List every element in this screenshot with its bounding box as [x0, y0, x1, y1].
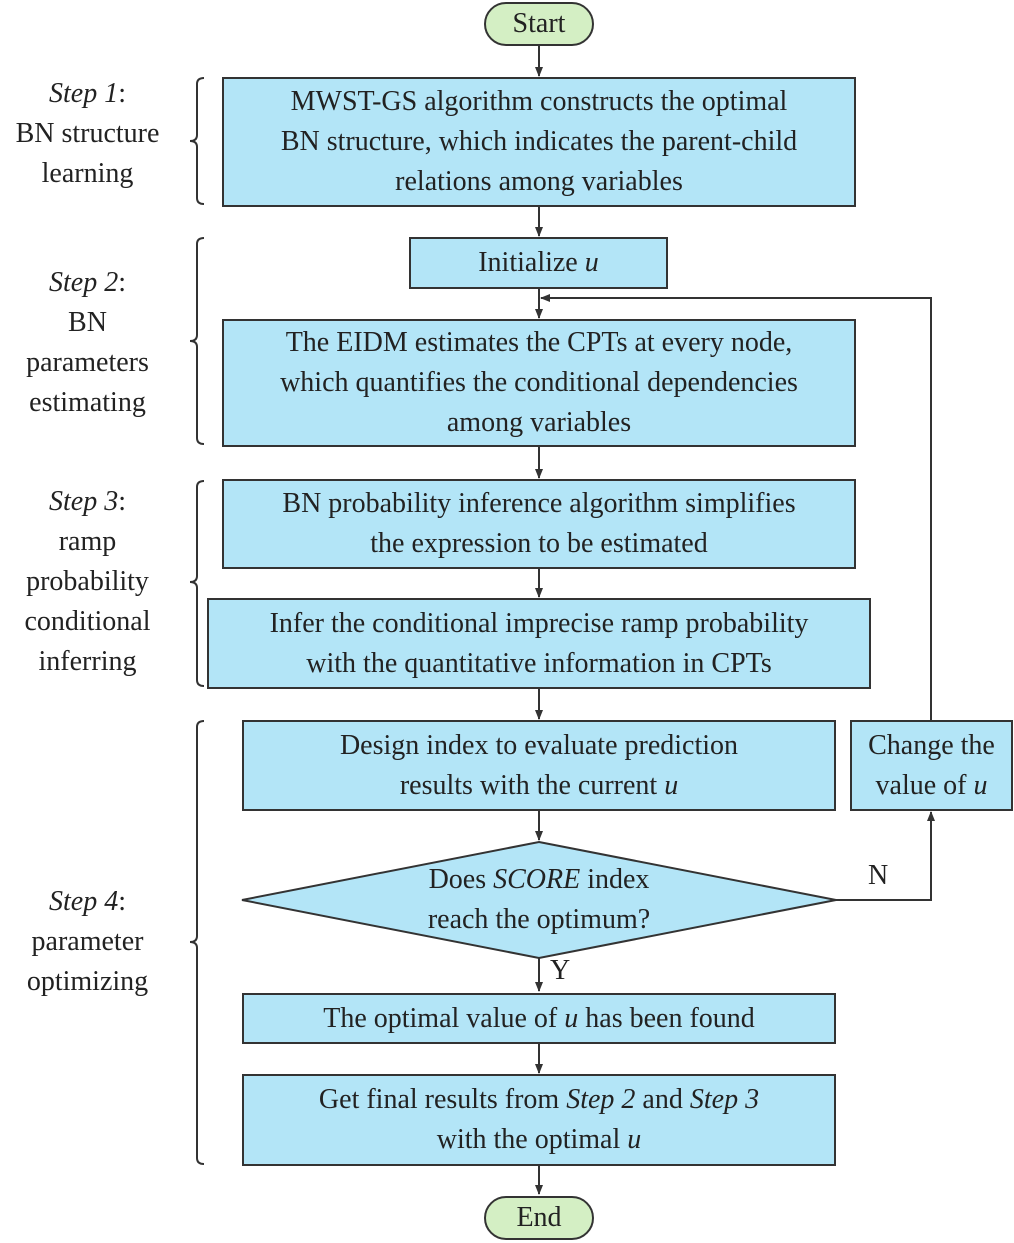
- final-line-1: Get final results from Step 2 and Step 3: [318, 1084, 760, 1115]
- infer-ramp-probability-box: Infer the conditional imprecise ramp pro…: [207, 598, 871, 689]
- mwst-line-3: relations among variables: [395, 166, 683, 197]
- start-label: Start: [512, 8, 566, 39]
- step-2-label: Step 2: BN parameters estimating: [0, 263, 175, 423]
- step-3-line-2: probability: [26, 566, 149, 597]
- bn-inference-box: BN probability inference algorithm simpl…: [222, 479, 856, 569]
- design-index-box: Design index to evaluate prediction resu…: [242, 720, 836, 811]
- step-4-label: Step 4: parameter optimizing: [0, 882, 175, 1002]
- decision-diamond: [241, 840, 837, 960]
- step-4-line-1: parameter: [31, 926, 144, 957]
- step-4-title: Step 4:: [49, 886, 126, 917]
- step-1-title: Step 1:: [49, 78, 126, 109]
- final-results-box: Get final results from Step 2 and Step 3…: [242, 1074, 836, 1166]
- step-3-title: Step 3:: [49, 486, 126, 517]
- arrow-decision-no-to-change: [836, 811, 935, 901]
- bn-infer-line-2: the expression to be estimated: [370, 528, 708, 559]
- step-2-title: Step 2:: [49, 267, 126, 298]
- mwst-structure-box: MWST-GS algorithm constructs the optimal…: [222, 77, 856, 207]
- brace-step-2: [189, 237, 205, 445]
- step-2-line-2: parameters: [26, 347, 149, 378]
- step-1-line-2: learning: [41, 158, 134, 189]
- eidm-line-1: The EIDM estimates the CPTs at every nod…: [285, 327, 793, 358]
- decision-line-1: Does SCORE index: [428, 864, 650, 895]
- eidm-estimation-box: The EIDM estimates the CPTs at every nod…: [222, 319, 856, 447]
- change-u-box: Change the value of u: [850, 720, 1013, 811]
- brace-step-4: [189, 720, 205, 1165]
- change-line-1: Change the: [868, 729, 995, 761]
- start-terminal: Start: [484, 2, 594, 46]
- brace-step-1: [189, 77, 205, 205]
- change-line-2: value of u: [875, 769, 988, 801]
- found-line: The optimal value of u has been found: [323, 1002, 755, 1034]
- step-3-label: Step 3: ramp probability conditional inf…: [0, 482, 175, 682]
- mwst-line-2: BN structure, which indicates the parent…: [280, 126, 798, 157]
- eidm-line-3: among variables: [446, 407, 632, 438]
- step-3-line-3: conditional: [24, 606, 151, 637]
- arrow-change-loop-to-eidm: [540, 294, 932, 720]
- step-1-line-1: BN structure: [15, 118, 160, 149]
- bn-infer-line-1: BN probability inference algorithm simpl…: [282, 488, 796, 519]
- initialize-u-box: Initialize u: [409, 237, 668, 289]
- branch-no-label: N: [868, 860, 889, 891]
- optimal-found-box: The optimal value of u has been found: [242, 993, 836, 1044]
- infer-line-1: Infer the conditional imprecise ramp pro…: [269, 607, 809, 639]
- brace-step-3: [189, 480, 205, 687]
- branch-yes-label: Y: [550, 955, 571, 986]
- initialize-line: Initialize u: [478, 247, 599, 278]
- step-2-line-3: estimating: [29, 387, 146, 418]
- eidm-line-2: which quantifies the conditional depende…: [280, 367, 798, 398]
- step-2-line-1: BN: [68, 307, 107, 338]
- step-3-line-1: ramp: [58, 526, 117, 557]
- step-1-label: Step 1: BN structure learning: [0, 74, 175, 194]
- mwst-line-1: MWST-GS algorithm constructs the optimal: [290, 86, 788, 117]
- final-line-2: with the optimal u: [436, 1124, 642, 1155]
- end-terminal: End: [484, 1196, 594, 1240]
- decision-line-2: reach the optimum?: [427, 904, 651, 935]
- step-3-line-4: inferring: [38, 646, 137, 677]
- decision-text: Does SCORE index reach the optimum?: [339, 860, 739, 940]
- step-4-line-2: optimizing: [26, 966, 149, 997]
- end-label: End: [516, 1202, 562, 1233]
- infer-line-2: with the quantitative information in CPT…: [306, 647, 772, 679]
- design-line-1: Design index to evaluate prediction: [339, 729, 739, 761]
- design-line-2: results with the current u: [399, 769, 679, 801]
